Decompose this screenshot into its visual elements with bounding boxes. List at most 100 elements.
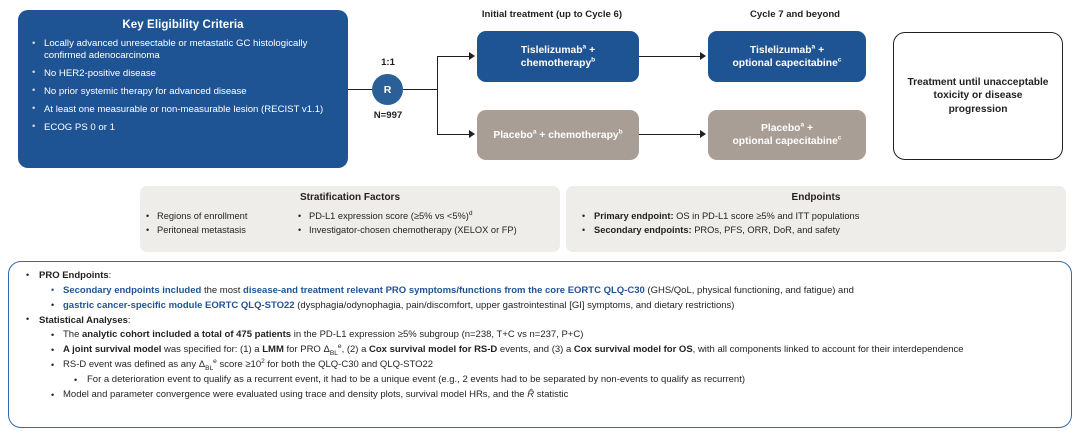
secondary-endpoint-label: Secondary endpoints: [594, 225, 692, 235]
arrow-placebo-cycle7-icon [700, 130, 706, 138]
convergence-text2: statistic [534, 389, 569, 401]
footnote-marker: b [618, 128, 623, 136]
connector-to-placebo-arm [437, 134, 470, 136]
stats-cohort-prefix: The [63, 329, 83, 341]
connector-split-vertical [437, 56, 439, 135]
footnote-marker: a [532, 128, 537, 136]
list-item: Primary endpoint: OS in PD-L1 score ≥5% … [580, 209, 1066, 223]
arm-label-2: chemotherapy [520, 57, 592, 69]
pro-endpoints-heading-colon: : [108, 270, 112, 281]
arm-label-2: + chemotherapy [536, 129, 619, 141]
treatment-duration-box: Treatment until unacceptable toxicity or… [893, 32, 1063, 160]
randomization-ratio: 1:1 [381, 57, 395, 68]
footnote-marker: c [837, 56, 842, 64]
pro-statistics-box: PRO Endpoints: Secondary endpoints inclu… [8, 261, 1072, 428]
primary-endpoint-label: Primary endpoint: [594, 211, 674, 221]
column-header-cycle7: Cycle 7 and beyond [749, 9, 841, 20]
eligibility-list: Locally advanced unresectable or metasta… [28, 37, 338, 134]
footnote-marker: a [582, 43, 587, 51]
arm-label: Placebo [760, 123, 801, 134]
statistical-analyses-colon: : [127, 314, 131, 326]
list-item: Locally advanced unresectable or metasta… [28, 37, 338, 61]
joint-model-text1: was specified for: (1) a [161, 344, 263, 356]
treatment-duration-line1: Treatment until unacceptable [907, 76, 1049, 88]
stats-recurrent-event-line: For a deterioration event to qualify as … [17, 373, 1063, 387]
eligibility-title: Key Eligibility Criteria [122, 19, 244, 31]
connector-to-active-arm [437, 56, 470, 58]
treatment-duration-line2: toxicity or disease progression [933, 90, 1023, 115]
arm-box-placebo-initial: Placeboa + chemotherapyb [477, 110, 639, 160]
convergence-text1: Model and parameter convergence were eva… [63, 389, 528, 401]
list-item: Peritoneal metastasis [144, 223, 296, 237]
stratification-title: Stratification Factors [299, 192, 401, 203]
arrow-to-active-arm-icon [469, 52, 475, 60]
primary-endpoint-text: OS in PD-L1 score ≥5% and ITT population… [673, 211, 860, 221]
list-item: Investigator-chosen chemotherapy (XELOX … [296, 223, 556, 237]
footnote-marker: a [800, 121, 805, 129]
endpoints-list: Primary endpoint: OS in PD-L1 score ≥5% … [566, 209, 1066, 237]
arm-label-2: optional capecitabine [732, 57, 838, 69]
stratification-panel: Stratification Factors Regions of enroll… [140, 186, 560, 252]
statistical-analyses-heading: Statistical Analyses: [17, 313, 1063, 328]
rsd-text3: for both the QLQ-C30 and QLQ-STO22 [264, 359, 434, 371]
arrow-to-placebo-arm-icon [469, 130, 475, 138]
stratification-left-list: Regions of enrollment Peritoneal metasta… [144, 209, 296, 237]
pro-endpoints-heading-label: PRO Endpoints [39, 270, 109, 281]
connector-split-stem [403, 89, 438, 91]
pro-endpoints-heading: PRO Endpoints: [17, 269, 1063, 283]
stratification-right-list: PD-L1 expression score (≥5% vs <5%)d Inv… [296, 209, 556, 237]
rsd-text1: RS-D event was defined as any Δ [63, 359, 206, 371]
pro-qlqc30-detail: (GHS/QoL, physical functioning, and fati… [644, 284, 854, 296]
randomization-n: N=997 [373, 110, 403, 121]
connector-active-to-cycle7 [639, 56, 701, 58]
lmm-label: LMM [262, 344, 284, 356]
pro-qlqc30-label: disease-and treatment relevant PRO sympt… [243, 284, 645, 296]
list-item: At least one measurable or non-measurabl… [28, 103, 338, 116]
arm-box-tislelizumab-cycle7: Tislelizumaba + optional capecitabinec [708, 31, 866, 82]
pro-sto22-line: •gastric cancer-specific module EORTC QL… [17, 298, 1063, 313]
joint-model-text4: events, and (3) a [497, 344, 574, 356]
arm-label-2: optional capecitabine [732, 136, 838, 147]
pro-secondary-connector: the most [201, 284, 244, 296]
stats-cohort-bold: analytic cohort included a total of 475 … [82, 329, 292, 341]
stratification-pdl1-text: PD-L1 expression score (≥5% vs <5%) [309, 211, 469, 221]
list-item: No HER2-positive disease [28, 67, 338, 80]
joint-model-text2: for PRO Δ [283, 344, 330, 356]
endpoints-title: Endpoints [791, 192, 841, 203]
stats-convergence-line: Model and parameter convergence were eva… [17, 388, 1063, 402]
joint-model-text5: , with all components linked to account … [692, 344, 964, 356]
footnote-marker: e [337, 343, 342, 351]
footnote-marker: e [213, 358, 217, 366]
stats-cohort-suffix: in the PD-L1 expression ≥5% subgroup (n=… [291, 329, 584, 341]
arm-label: Tislelizumab [520, 44, 583, 56]
arm-box-tislelizumab-initial: Tislelizumaba + chemotherapyb [477, 31, 639, 82]
rhat-statistic: R̂ [527, 389, 535, 401]
rsd-text2: score ≥10 [216, 359, 262, 371]
list-item: Regions of enrollment [144, 209, 296, 223]
list-item: PD-L1 expression score (≥5% vs <5%)d [296, 209, 556, 223]
arm-label-plus: + [586, 44, 596, 56]
list-item: No prior systemic therapy for advanced d… [28, 85, 338, 98]
footnote-marker: a [811, 43, 816, 51]
randomization-node: R [372, 74, 403, 105]
secondary-endpoint-text: PROs, PFS, ORR, DoR, and safety [691, 225, 840, 235]
joint-model-label: A joint survival model [63, 344, 162, 356]
footnote-marker: c [837, 134, 842, 142]
arm-label: Placebo [493, 129, 533, 141]
delta-subscript: BL [205, 365, 214, 373]
cox-os-label: Cox survival model for OS [573, 344, 693, 356]
endpoints-panel: Endpoints Primary endpoint: OS in PD-L1 … [566, 186, 1066, 252]
stats-joint-model-line: A joint survival model was specified for… [17, 343, 1063, 357]
reference-marker: 2 [261, 358, 265, 366]
pro-secondary-endpoints-line: Secondary endpoints included the most di… [17, 283, 1063, 298]
statistical-analyses-label: Statistical Analyses [39, 314, 128, 326]
stats-cohort-line: The analytic cohort included a total of … [17, 328, 1063, 342]
pro-secondary-label: Secondary endpoints included [63, 284, 202, 296]
arrow-active-cycle7-icon [700, 52, 706, 60]
delta-subscript: BL [329, 350, 338, 358]
eligibility-criteria-box: Key Eligibility Criteria Locally advance… [18, 10, 348, 168]
list-item: ECOG PS 0 or 1 [28, 121, 338, 134]
pro-sto22-detail: (dysphagia/odynophagia, pain/discomfort,… [294, 299, 735, 311]
pro-sto22-label: gastric cancer-specific module EORTC QLQ… [63, 299, 295, 311]
column-header-initial-treatment: Initial treatment (up to Cycle 6) [481, 9, 623, 20]
